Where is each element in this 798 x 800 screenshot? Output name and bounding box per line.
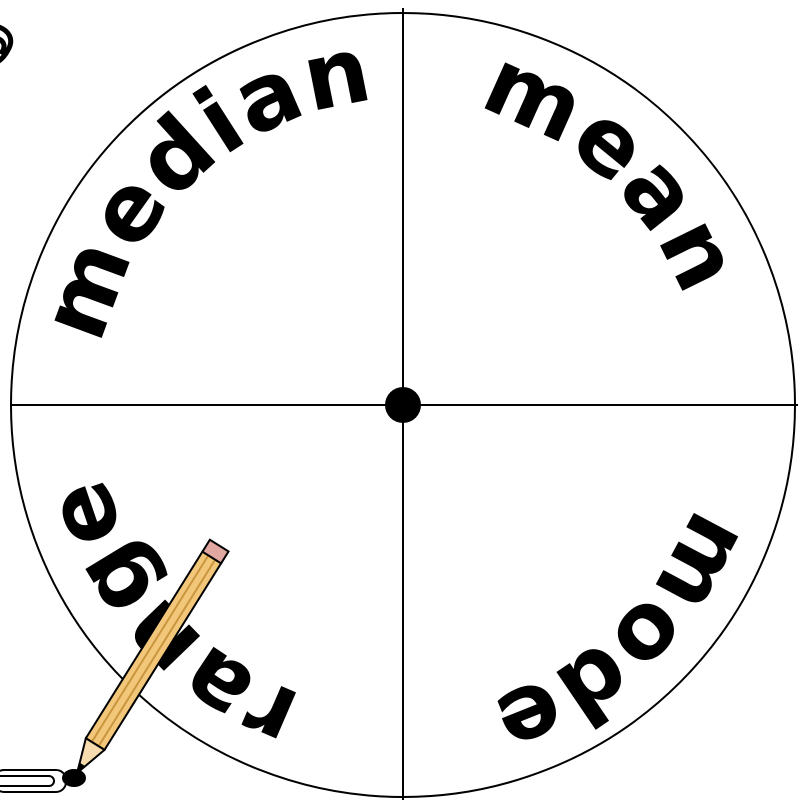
- paperclip-icon: [0, 26, 11, 64]
- center-pivot: [385, 387, 421, 423]
- clip-outline-icon: [0, 770, 66, 792]
